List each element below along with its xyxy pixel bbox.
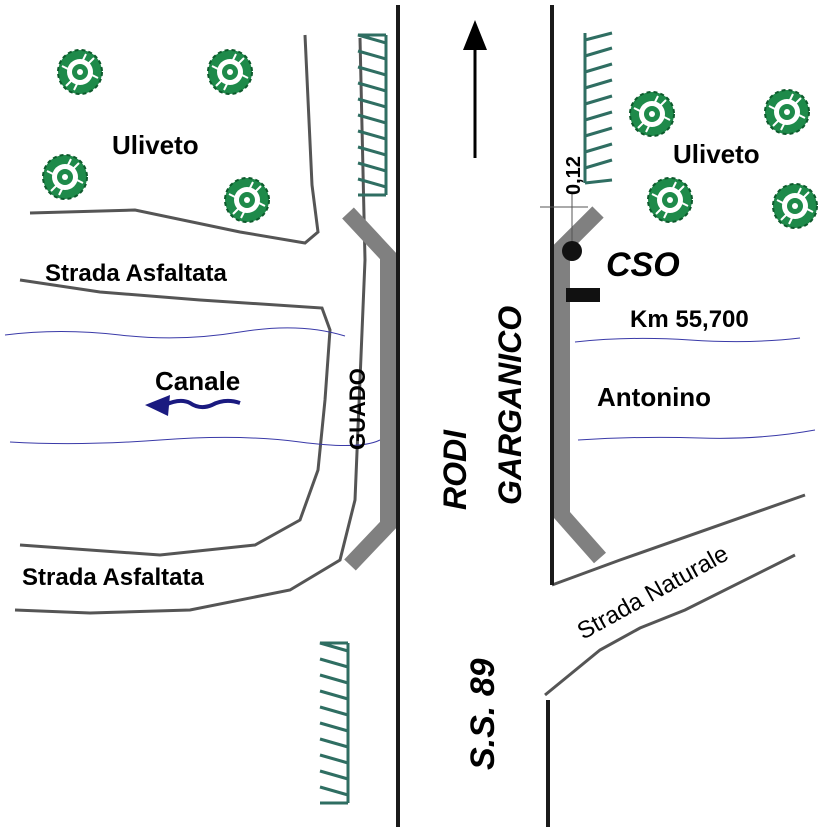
tree-icon: [224, 177, 270, 223]
label-km: Km 55,700: [630, 306, 749, 333]
canal: [4, 327, 816, 447]
label-road-number: S.S. 89: [464, 658, 502, 770]
tree-icon: [42, 154, 88, 200]
road-edges-left: [14, 34, 367, 615]
label-road-rodi: RODI: [437, 429, 473, 510]
label-antonino: Antonino: [597, 382, 711, 412]
label-canale: Canale: [155, 366, 240, 396]
tree-icon: [647, 177, 693, 223]
road-edges-right: [544, 493, 806, 697]
label-uliveto-left: Uliveto: [112, 130, 199, 160]
flow-arrow-icon: [145, 395, 241, 416]
cso-structure: [554, 206, 606, 564]
cso-point: [562, 241, 582, 261]
tree-icon: [207, 49, 253, 95]
km-marker: [566, 288, 600, 302]
arrow-up-icon: [463, 20, 487, 158]
road-ss89: [396, 5, 554, 827]
distance-marker: [540, 192, 588, 250]
label-strada-asfaltata-top: Strada Asfaltata: [45, 260, 227, 287]
embankment-bottom-left: [318, 641, 350, 805]
guado-structure: [342, 207, 396, 571]
label-road-garganico: GARGANICO: [492, 306, 528, 505]
embankment-top-right: [583, 31, 613, 185]
tree-icon: [764, 89, 810, 135]
label-guado: GUADO: [345, 368, 370, 450]
tree-icon: [772, 183, 818, 229]
label-distance: 0,12: [563, 156, 585, 195]
label-strada-asfaltata-bottom: Strada Asfaltata: [22, 564, 204, 591]
tree-icon: [57, 49, 103, 95]
label-cso: CSO: [606, 246, 680, 284]
tree-icon: [629, 91, 675, 137]
label-uliveto-right: Uliveto: [673, 139, 760, 169]
